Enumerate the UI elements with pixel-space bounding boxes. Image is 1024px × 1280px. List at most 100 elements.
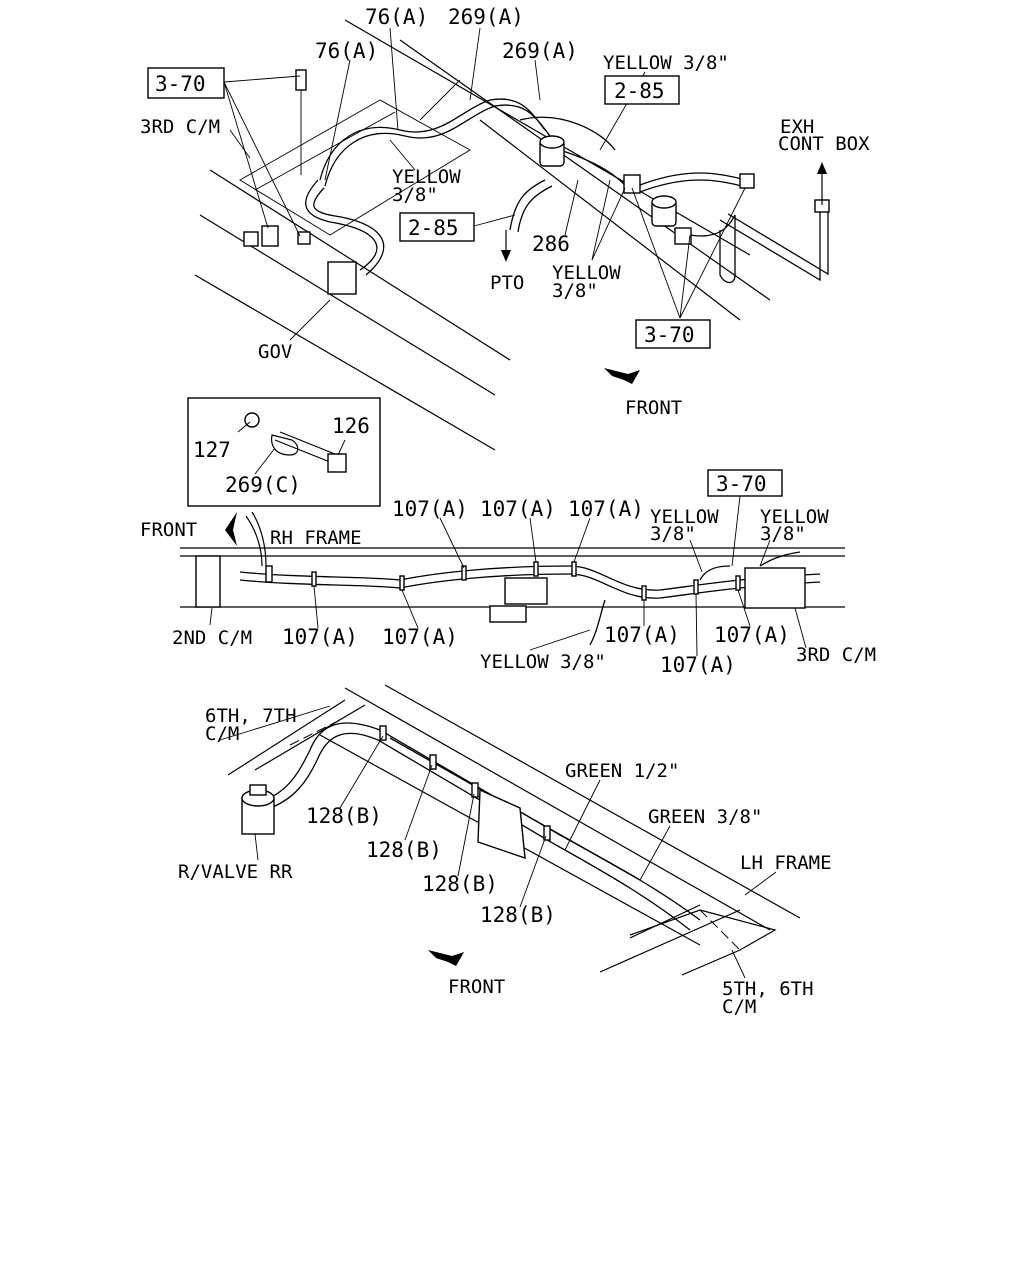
leader — [237, 421, 251, 433]
leader — [245, 515, 263, 567]
gov-label: GOV — [258, 341, 292, 363]
bolt — [295, 69, 307, 91]
hose — [517, 185, 553, 233]
clip — [571, 561, 577, 577]
crossmember — [239, 99, 471, 236]
leader — [254, 833, 259, 861]
leader — [679, 187, 746, 319]
frame-line — [399, 39, 771, 301]
clip — [311, 571, 317, 587]
hose — [313, 187, 385, 276]
leader — [631, 187, 681, 319]
frame-line — [254, 704, 366, 771]
hose-spec-label: 3/8" — [392, 184, 438, 206]
fitting — [623, 174, 641, 194]
clip — [379, 725, 387, 741]
leader — [529, 517, 537, 563]
leader — [209, 607, 213, 626]
leader — [289, 299, 331, 341]
valve-cap — [539, 135, 565, 149]
clip — [265, 565, 273, 583]
ref-box — [147, 67, 225, 99]
detail-box — [187, 397, 381, 507]
leader — [324, 59, 351, 181]
leader — [759, 539, 771, 567]
leader — [564, 779, 601, 851]
hose — [264, 732, 691, 931]
ref-label-2-85: 2-85 — [614, 79, 665, 103]
leader — [219, 705, 331, 741]
frame-line — [194, 274, 496, 451]
crossmember-label: 5TH, 6TH — [722, 978, 814, 1000]
fitting — [243, 231, 259, 247]
front-arrow-icon — [428, 950, 464, 966]
hose — [305, 179, 378, 271]
leader — [223, 81, 301, 237]
hose-spec-label: 3/8" — [760, 523, 806, 545]
part-label-107a: 107(A) — [714, 623, 790, 647]
ref-label-3-70: 3-70 — [716, 472, 767, 496]
leader — [337, 439, 346, 456]
crossmember-edge — [254, 111, 396, 191]
hose-spec-label: GREEN 3/8" — [648, 806, 762, 828]
part-label-269c: 269(C) — [225, 473, 301, 497]
fitting — [261, 225, 279, 247]
exh-label: EXH — [780, 116, 814, 138]
leader — [229, 129, 251, 159]
crossmember-label: 3RD C/M — [140, 116, 220, 138]
bolt-shank — [274, 439, 331, 463]
leader — [564, 179, 579, 236]
frame-line — [344, 687, 771, 931]
hose-spec-label: YELLOW — [650, 506, 719, 528]
leader — [401, 589, 419, 629]
leader — [339, 735, 384, 809]
ref-box — [707, 469, 783, 497]
exh-arrow-head — [817, 162, 827, 174]
leader — [591, 187, 626, 261]
hose — [689, 214, 736, 284]
ref-label-3-70: 3-70 — [155, 72, 206, 96]
clip — [735, 575, 741, 591]
clip — [399, 575, 405, 591]
front-label: FRONT — [448, 976, 505, 998]
hose-spec-label: YELLOW — [392, 166, 461, 188]
part-label-286: 286 — [532, 232, 570, 256]
leader — [519, 835, 547, 908]
leader — [534, 59, 541, 101]
hose — [639, 172, 746, 186]
crossmember-label: 3RD C/M — [796, 644, 876, 666]
hose — [324, 104, 551, 187]
hose — [759, 551, 801, 567]
bottom-view: 6TH, 7TH C/M GREEN 1/2" GREEN 3/8" LH FR… — [178, 684, 832, 1018]
hose-spec-label: YELLOW — [760, 506, 829, 528]
relay-valve-top — [249, 784, 267, 796]
relay-valve-label: R/VALVE RR — [178, 861, 293, 883]
hose — [319, 98, 546, 181]
part-label-107a: 107(A) — [382, 625, 458, 649]
hose — [509, 179, 546, 231]
frame-line-hidden — [699, 909, 741, 951]
frame-label: LH FRAME — [740, 852, 832, 874]
clip — [429, 754, 437, 770]
nut — [297, 231, 311, 245]
clip — [471, 782, 479, 798]
top-view: 76(A) 269(A) 76(A) 269(A) YELLOW 3/8" 3-… — [140, 5, 870, 451]
leader — [389, 27, 399, 131]
leader — [679, 234, 691, 319]
ref-label-3-70: 3-70 — [644, 323, 695, 347]
leader — [744, 871, 777, 896]
hose — [719, 210, 821, 282]
crossmember — [195, 555, 221, 608]
part-label-107a: 107(A) — [568, 497, 644, 521]
leader — [695, 593, 698, 657]
hose — [727, 210, 829, 276]
part-label-269a: 269(A) — [502, 39, 578, 63]
leader — [469, 27, 481, 101]
hose-spec-label: YELLOW — [552, 262, 621, 284]
leader — [404, 764, 433, 841]
hose — [559, 149, 626, 186]
front-label: FRONT — [625, 397, 682, 419]
bracket — [504, 577, 548, 605]
fitting — [674, 227, 692, 245]
